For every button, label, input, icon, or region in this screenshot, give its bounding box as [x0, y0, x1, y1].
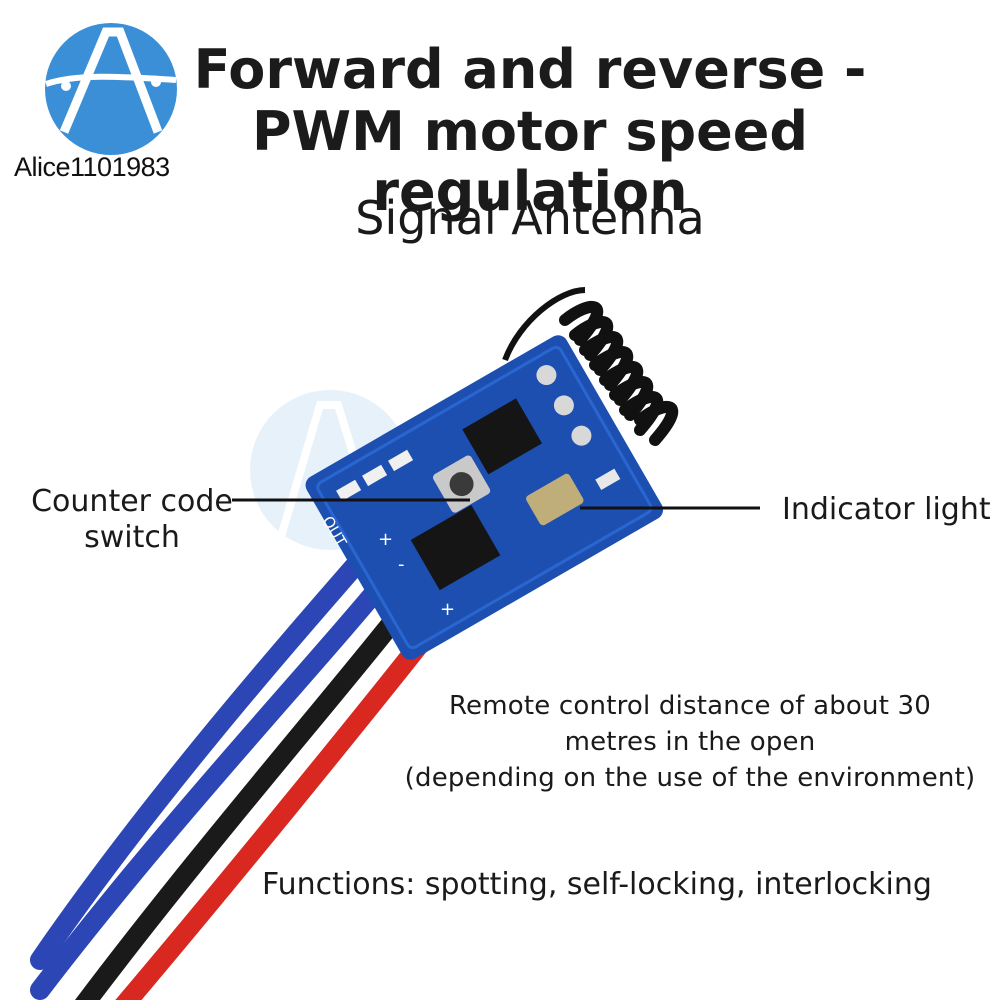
- indicator-callout: Indicator light: [782, 492, 991, 527]
- distance-line-1: Remote control distance of about 30: [448, 691, 932, 721]
- out-plus-label: +: [378, 529, 393, 550]
- out-minus-label: -: [398, 554, 405, 575]
- title-line-2: PWM motor speed regulation: [251, 100, 809, 223]
- brand-logo: [45, 23, 177, 155]
- pcb-board: [305, 335, 664, 660]
- wire-bundle: [30, 550, 445, 1000]
- counter-code-callout: Counter code switch: [22, 484, 242, 556]
- in-label: IN: [445, 633, 470, 657]
- counter-code-line-1: Counter code: [31, 484, 233, 519]
- in-plus-label: +: [440, 599, 455, 620]
- title-line-1: Forward and reverse -: [193, 38, 867, 101]
- antenna-coil: [502, 287, 679, 446]
- watermark-text: Alice1101983: [14, 152, 170, 182]
- functions-note: Functions: spotting, self-locking, inter…: [262, 867, 932, 902]
- distance-line-3: (depending on the use of the environment…: [404, 763, 976, 793]
- distance-note: Remote control distance of about 30 metr…: [360, 688, 1000, 796]
- distance-line-2: metres in the open: [564, 727, 816, 757]
- counter-code-line-2: switch: [84, 520, 180, 555]
- antenna-label: Signal Antenna: [355, 191, 705, 245]
